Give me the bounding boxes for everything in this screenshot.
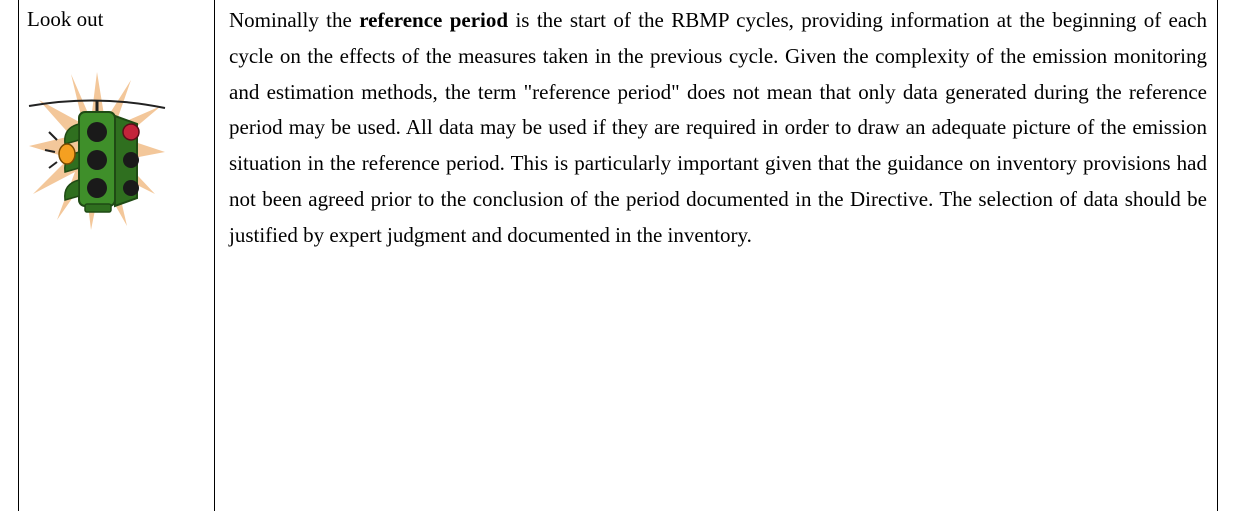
callout-text: is the start of the RBMP cycles, providi…: [229, 8, 1208, 247]
amber-lamp: [58, 143, 76, 165]
look-out-callout: Look out: [18, 0, 1218, 511]
callout-label: Look out: [27, 7, 104, 31]
callout-body-text: Nominally the reference period is the st…: [229, 3, 1207, 254]
callout-term: reference period: [359, 8, 509, 32]
callout-intro: Nominally the: [229, 8, 352, 32]
callout-label-cell: Look out: [19, 0, 215, 511]
traffic-light-icon: [28, 72, 166, 230]
red-lamp: [122, 123, 140, 141]
